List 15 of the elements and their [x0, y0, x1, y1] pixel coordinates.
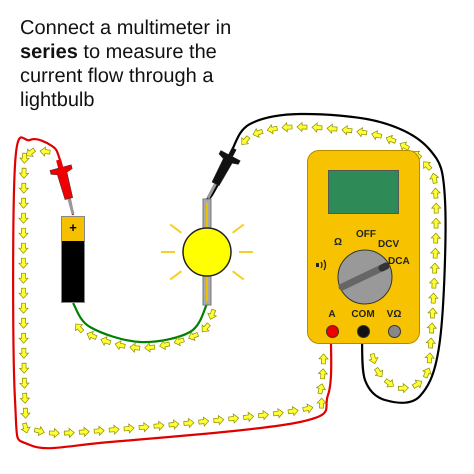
dial-label: Ω: [334, 237, 342, 249]
dial-label: DCV: [378, 239, 400, 251]
wire: [72, 302, 208, 344]
jack-label: A: [327, 309, 337, 321]
lightbulb-drawing: [160, 199, 255, 305]
wire: [206, 112, 447, 404]
plus-sign: +: [68, 221, 78, 235]
wire: [12, 138, 332, 450]
title-text: Connect a multimeter in series to measure the current flow through a lightbulb: [20, 16, 232, 112]
multimeter-body: [307, 150, 420, 344]
dial-label: DCA: [388, 256, 410, 268]
jack-label: VΩ: [386, 309, 402, 321]
dial-label: OFF: [356, 229, 376, 241]
jack-label: COM: [350, 309, 376, 321]
battery-drawing: [61, 216, 85, 303]
